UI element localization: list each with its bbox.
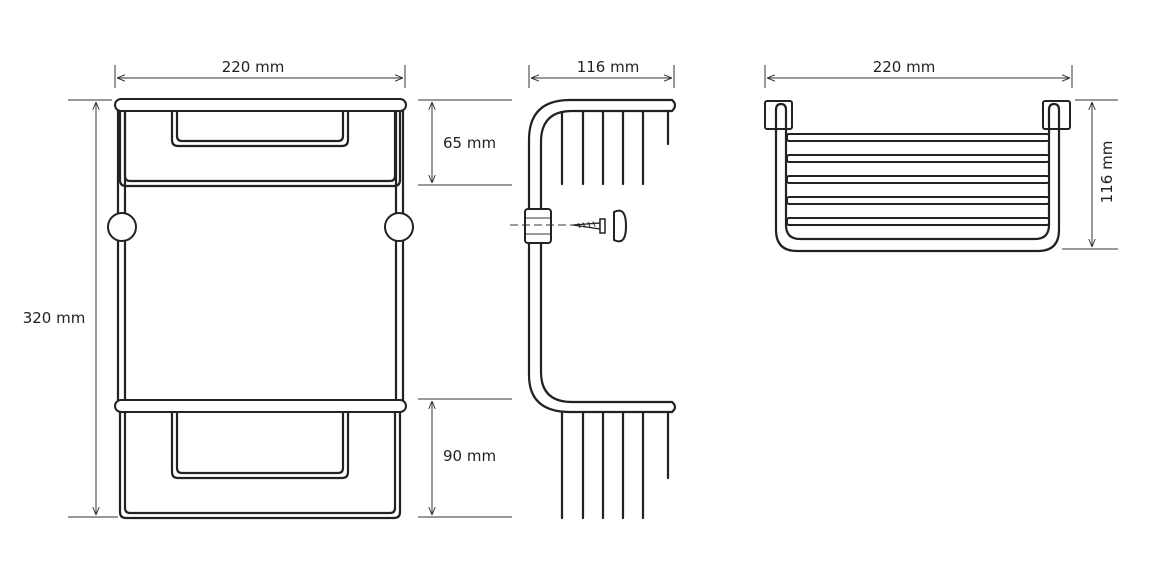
- top-width-label: 220 mm: [873, 58, 936, 76]
- side-view: 116 mm: [510, 58, 677, 520]
- left-mount-knob: [107, 212, 137, 242]
- lower-basket-label: 90 mm: [443, 447, 496, 465]
- right-mount-knob: [384, 212, 414, 242]
- side-depth-label: 116 mm: [577, 58, 640, 76]
- front-view: 220 mm 320 mm 65 mm: [23, 58, 512, 520]
- lower-rail: [114, 399, 407, 413]
- screw-icon: [572, 218, 606, 234]
- wall-bracket: [524, 208, 552, 244]
- lower-prongs: [560, 411, 670, 520]
- basket-wires: [786, 133, 1050, 226]
- front-width-label: 220 mm: [222, 58, 285, 76]
- upper-basket-label: 65 mm: [443, 134, 496, 152]
- top-view: 220 mm 116 mm: [764, 58, 1118, 253]
- top-rail: [114, 98, 407, 112]
- upper-prongs: [560, 110, 670, 186]
- mount-cap: [613, 209, 628, 243]
- front-height-label: 320 mm: [23, 309, 86, 327]
- top-height-label: 116 mm: [1098, 141, 1116, 204]
